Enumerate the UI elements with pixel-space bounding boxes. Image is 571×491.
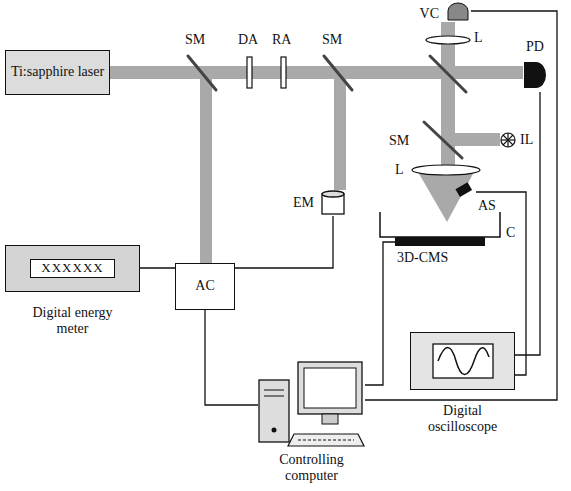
node-caption: PD <box>526 39 544 55</box>
node-caption: AS <box>478 198 496 214</box>
component-label: C <box>506 226 515 240</box>
energy-meter: XXXXXXDigital energy meter <box>5 245 140 292</box>
signal-wire <box>205 310 258 405</box>
component-label: L <box>395 163 404 177</box>
acoustic-sensor-symbol <box>452 182 476 200</box>
photodiode: PD <box>522 58 546 92</box>
oscilloscope-symbol <box>411 333 516 391</box>
lenses <box>412 36 480 175</box>
laser-beams <box>110 22 523 263</box>
control-computer: Controlling computer <box>258 360 365 450</box>
signal-wire <box>140 216 333 268</box>
energy-sensor: EM <box>320 190 346 216</box>
node-caption: Controlling computer <box>266 452 358 484</box>
3d-motion-stage: 3D-CMS <box>395 237 485 246</box>
component-label: L <box>474 31 483 45</box>
component-label: SM <box>389 134 409 148</box>
control-computer-symbol <box>258 360 365 450</box>
node-label: XXXXXX <box>30 259 114 278</box>
video-camera-symbol <box>445 2 471 22</box>
signal-wire <box>515 92 540 355</box>
oscilloscope: Digital oscilloscope <box>410 332 515 390</box>
node-caption: Digital energy meter <box>31 305 115 337</box>
sample-container <box>380 212 500 237</box>
component-label: SM <box>322 33 342 47</box>
autocorrelator-box: AC <box>175 263 235 310</box>
energy-sensor-symbol <box>320 190 346 216</box>
video-camera: VC <box>445 2 471 22</box>
component-label: DA <box>238 33 258 47</box>
photodiode-symbol <box>522 58 546 92</box>
node-caption: EM <box>293 195 314 211</box>
node-caption: VC <box>420 6 439 22</box>
component-label: IL <box>520 133 533 147</box>
node-label: AC <box>195 278 214 294</box>
acoustic-sensor: AS <box>452 182 476 200</box>
mirrors <box>188 56 466 158</box>
signal-wire <box>365 11 557 400</box>
signal-wire <box>365 242 395 385</box>
laser-box: Ti:sapphire laser <box>5 50 110 95</box>
component-label: RA <box>272 33 291 47</box>
node-caption: 3D-CMS <box>397 250 448 266</box>
illumination-lamp <box>501 133 515 147</box>
node-label: Digital oscilloscope <box>417 403 509 435</box>
wave-plates <box>247 57 286 88</box>
node-label: Ti:sapphire laser <box>11 64 104 80</box>
component-label: SM <box>185 33 205 47</box>
